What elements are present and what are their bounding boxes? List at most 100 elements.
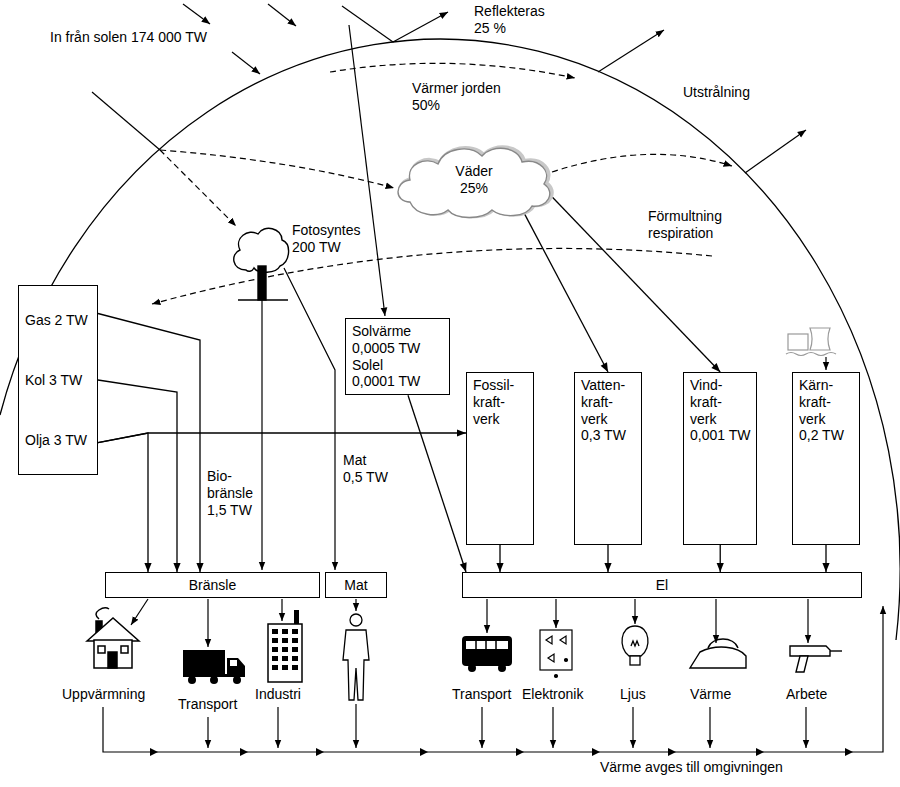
flow-arrow — [634, 599, 635, 624]
house-icon — [96, 608, 109, 619]
node-text: Olja 3 TW — [25, 432, 91, 449]
flow-arrow — [486, 599, 487, 633]
connector-line — [98, 433, 466, 443]
light-bulb-icon — [622, 626, 648, 665]
electronics-icon — [546, 636, 566, 662]
node-text: Solvärme 0,0005 TW — [352, 323, 421, 357]
heat-line — [277, 707, 278, 748]
industry-icon — [268, 624, 302, 682]
tram-icon — [498, 664, 506, 672]
nuclear-plant-icon — [786, 353, 836, 356]
use-label: Industri — [255, 686, 301, 703]
arrowhead — [144, 563, 151, 572]
nuclear-plant-icon — [788, 334, 808, 350]
arrowhead — [604, 563, 611, 572]
industry-icon — [268, 610, 302, 682]
label-slot: Förmultning respiration — [648, 208, 723, 242]
tram-icon — [476, 641, 496, 649]
use-label: Elektronik — [522, 686, 583, 703]
electronics-icon — [540, 630, 572, 670]
tree-icon — [258, 266, 266, 300]
heat-line — [632, 707, 633, 748]
use-label: Värme — [690, 686, 731, 703]
node-text: Vind- kraft- verk — [690, 377, 723, 427]
atmosphere-arc — [0, 39, 900, 640]
node-text: Solel 0,0001 TW — [352, 357, 421, 391]
arrowhead — [711, 363, 720, 372]
person-icon — [343, 614, 369, 700]
flow-arrow — [807, 599, 808, 643]
truck-icon — [210, 676, 218, 684]
label-slot: Transport — [452, 686, 511, 703]
flow-connector — [822, 545, 829, 572]
weather-cloud: Väder 25% — [390, 140, 558, 220]
node-text: Väder 25% — [455, 163, 493, 197]
node-text: Fossil- kraft- verk — [473, 377, 515, 427]
electronics-icon — [555, 675, 558, 678]
use-label: Uppvärmning — [62, 686, 145, 703]
arrowhead — [496, 563, 503, 572]
power-plant-box: Kärn- kraft- verk0,2 TW — [792, 372, 860, 545]
sun-ray — [183, 4, 210, 24]
drill-icon — [796, 656, 808, 672]
flow-connector — [604, 545, 611, 572]
label-slot: In från solen 174 000 TW — [50, 29, 207, 46]
flow-label: Förmultning respiration — [648, 208, 723, 242]
arrowhead — [601, 362, 608, 372]
connector-line — [98, 433, 148, 572]
power-plant-box: Vind- kraft- verk0,001 TW — [683, 372, 757, 545]
connector-line — [98, 314, 200, 573]
arrowhead — [460, 562, 467, 572]
heat-line — [805, 707, 806, 748]
label-slot: Utstrålning — [683, 84, 750, 101]
heat-line — [150, 748, 853, 756]
energy-path-dashed — [330, 63, 575, 78]
flow-label: Reflekteras 25 % — [474, 3, 545, 37]
tree-icon — [238, 299, 288, 300]
iron-icon — [708, 639, 738, 648]
flow-line — [284, 268, 335, 570]
flow-arrow — [207, 599, 208, 647]
flow-label: Mat 0,5 TW — [343, 452, 388, 486]
node-text: Kol 3 TW — [25, 372, 91, 389]
house-icon — [87, 618, 139, 641]
power-plant-box: Vatten- kraft- verk0,3 TW — [574, 372, 642, 545]
flow-line — [261, 300, 262, 570]
iron-icon — [690, 647, 746, 668]
node-text: 0,001 TW — [690, 427, 750, 444]
solar-energy-box: Solvärme 0,0005 TWSolel 0,0001 TW — [345, 318, 450, 395]
electronics-icon — [565, 659, 568, 662]
label-slot: Fotosyntes 200 TW — [292, 222, 361, 256]
node-text: Bränsle — [189, 577, 236, 594]
flow-label: Utstrålning — [683, 84, 750, 101]
use-label: Ljus — [620, 686, 646, 703]
light-bulb-icon — [630, 656, 640, 665]
drill-icon — [790, 646, 842, 672]
sun-ray — [268, 4, 296, 26]
house-icon — [121, 646, 128, 653]
fuel-bar: Bränsle — [105, 572, 320, 598]
electronics-icon — [540, 630, 572, 678]
node-text: 0,3 TW — [581, 427, 635, 444]
light-bulb-icon — [631, 641, 639, 646]
label-slot: Mat 0,5 TW — [343, 452, 388, 486]
flow-arrow — [355, 599, 356, 611]
food-bar: Mat — [325, 572, 387, 598]
flow-connector — [524, 214, 608, 372]
tram-icon — [466, 641, 508, 649]
arrowhead — [457, 429, 466, 436]
flow-connector — [98, 314, 204, 573]
industry-icon — [294, 610, 299, 624]
sun-ray — [232, 52, 260, 74]
node-text: Gas 2 TW — [25, 312, 91, 329]
tram-icon — [462, 636, 512, 666]
tree-icon — [234, 228, 289, 300]
drill-icon — [790, 646, 830, 656]
use-label: Arbete — [786, 686, 827, 703]
flow-label: Fotosyntes 200 TW — [292, 222, 361, 256]
house-icon — [98, 646, 105, 653]
label-slot: Industri — [255, 686, 301, 703]
heat-output-label: Värme avges till omgivningen — [600, 759, 783, 776]
flow-arrow — [281, 599, 282, 621]
